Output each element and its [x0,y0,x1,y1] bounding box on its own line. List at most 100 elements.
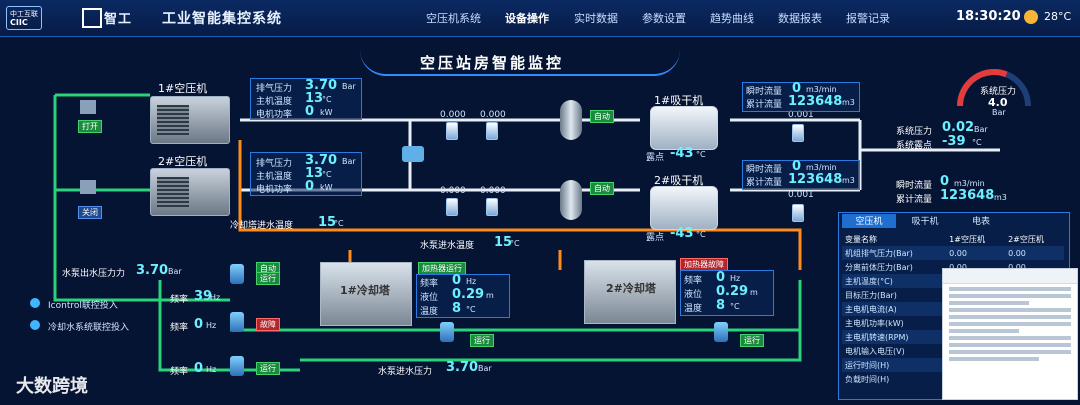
nav-alarm-records[interactable]: 报警记录 [846,12,890,25]
compressor-2-close-button[interactable]: 关闭 [78,206,102,219]
nav-realtime-data[interactable]: 实时数据 [574,12,618,25]
tank-1-auto-button[interactable]: 自动 [590,110,614,123]
tab-meter[interactable]: 电表 [971,217,990,227]
nav-compressor-system[interactable]: 空压机系统 [426,12,481,25]
dryer-1-out-flow: 0.001 [788,110,814,120]
t2-temp: 8 [716,298,726,313]
c1-exhaust-label: 排气压力 [256,84,293,94]
compressor-1-open-button[interactable]: 打开 [78,120,102,133]
pump-out-pressure-label: 水泵出水压力力 [62,269,126,279]
legend-dot-icon [30,320,40,330]
tower-1-panel [416,274,510,318]
t2-freq-unit: Hz [730,274,741,283]
dryer-1-dew-value: -43 [670,146,694,161]
return-temp-unit: °C [334,219,344,228]
table-cell: 电机输入电压(V) [845,346,905,356]
tower-2-run-status[interactable]: 运行 [740,334,764,347]
fp1-inst-unit: m3/min [806,85,837,94]
dryer-1[interactable] [650,106,718,150]
tower-1-run-status[interactable]: 运行 [470,334,494,347]
nav-parameter-settings[interactable]: 参数设置 [642,12,686,25]
pump-1-icon[interactable] [230,264,244,284]
valve-icon[interactable] [80,180,96,194]
logo-top: 中工互联 [10,10,38,18]
pump-3-freq: 0 [194,361,204,376]
page-title: 空压站房智能监控 [420,54,565,72]
tower-1-name: 1#冷却塔 [340,284,390,297]
bypass-valve-icon[interactable] [402,146,424,162]
brand-icon [82,8,102,28]
table-cell: 0.00 [1008,248,1026,258]
fp1-acc-value: 123648 [788,94,843,109]
compressor-2[interactable] [150,168,230,216]
c2-temp-unit: °C [322,170,332,179]
system-dew-value: -39 [942,134,966,149]
system-inst-unit: m3/min [954,179,985,188]
nav-trend-curve[interactable]: 趋势曲线 [710,12,754,25]
pump-1-status[interactable]: 运行 [256,272,280,285]
flow-meter-icon [446,122,458,140]
table-cell: 主电机功率(kW) [845,318,904,328]
flow-bot-a: 0.000 [440,186,466,196]
app-title: 工业智能集控系统 [162,11,282,27]
pump-2-icon[interactable] [230,312,244,332]
system-dew-unit: °C [972,138,982,147]
system-dew-label: 系统露点 [896,141,933,151]
system-acc-unit: m3 [994,193,1007,202]
table-header-cell: 2#空压机 [1008,234,1044,244]
system-acc-value: 123648 [940,188,995,203]
table-cell: 分离前体压力(Bar) [845,262,913,272]
nav-device-operation[interactable]: 设备操作 [505,12,549,25]
pump-3-status[interactable]: 运行 [256,362,280,375]
flow-top-a: 0.000 [440,110,466,120]
dryer-1-dew-unit: °C [696,150,706,159]
pump-2-status[interactable]: 故障 [256,318,280,331]
tower-1-pump-icon[interactable] [440,322,454,342]
c1-power-label: 电机功率 [256,110,293,120]
fp2-acc-unit: m3 [842,176,855,185]
table-cell: 目标压力(Bar) [845,290,897,300]
compressor-2-name: 2#空压机 [158,155,208,168]
pump-in-temp-label: 水泵进水温度 [420,241,475,251]
fp2-acc-label: 累计流量 [746,178,783,188]
c1-temp-unit: °C [322,95,332,104]
tab-dryer[interactable]: 吸干机 [911,217,939,227]
table-cell: 0.00 [1008,262,1026,272]
c2-temp-value: 13 [305,166,324,181]
gauge-label: 系统压力 [980,87,1017,97]
flow-bot-b: 0.000 [480,186,506,196]
pump-3-icon[interactable] [230,356,244,376]
flow-meter-icon [792,124,804,142]
pump-out-pressure-unit: Bar [168,267,182,276]
compressor-2-panel [250,152,362,196]
compressor-1[interactable] [150,96,230,144]
t1-temp: 8 [452,301,462,316]
tank-2-auto-button[interactable]: 自动 [590,182,614,195]
fp2-inst-value: 0 [792,159,802,174]
air-tank-1 [560,100,582,140]
t2-level: 0.29 [716,284,749,299]
tab-compressor[interactable]: 空压机 [842,214,896,228]
t2-freq: 0 [716,270,726,285]
system-inst-value: 0 [940,174,950,189]
table-header-cell: 1#空压机 [949,234,985,244]
t1-freq: 0 [452,273,462,288]
flow-meter-icon [446,198,458,216]
dryer-2-name: 2#吸干机 [654,174,704,187]
pump-3-freq-unit: Hz [206,365,217,374]
nav-data-report[interactable]: 数据报表 [778,12,822,25]
t1-temp-label: 温度 [420,307,439,317]
dryer-1-name: 1#吸干机 [654,94,704,107]
dryer-2[interactable] [650,186,718,230]
pump-2-freq: 0 [194,317,204,332]
tower-2-pump-icon[interactable] [714,322,728,342]
table-cell: 主电机转速(RPM) [845,332,909,342]
valve-icon[interactable] [80,100,96,114]
fp1-acc-label: 累计流量 [746,100,783,110]
cooling-tower-1[interactable] [320,262,412,326]
fp2-inst-label: 瞬时流量 [746,165,783,175]
table-header-cell: 变量名称 [845,234,877,244]
cooling-tower-2[interactable] [584,260,676,324]
